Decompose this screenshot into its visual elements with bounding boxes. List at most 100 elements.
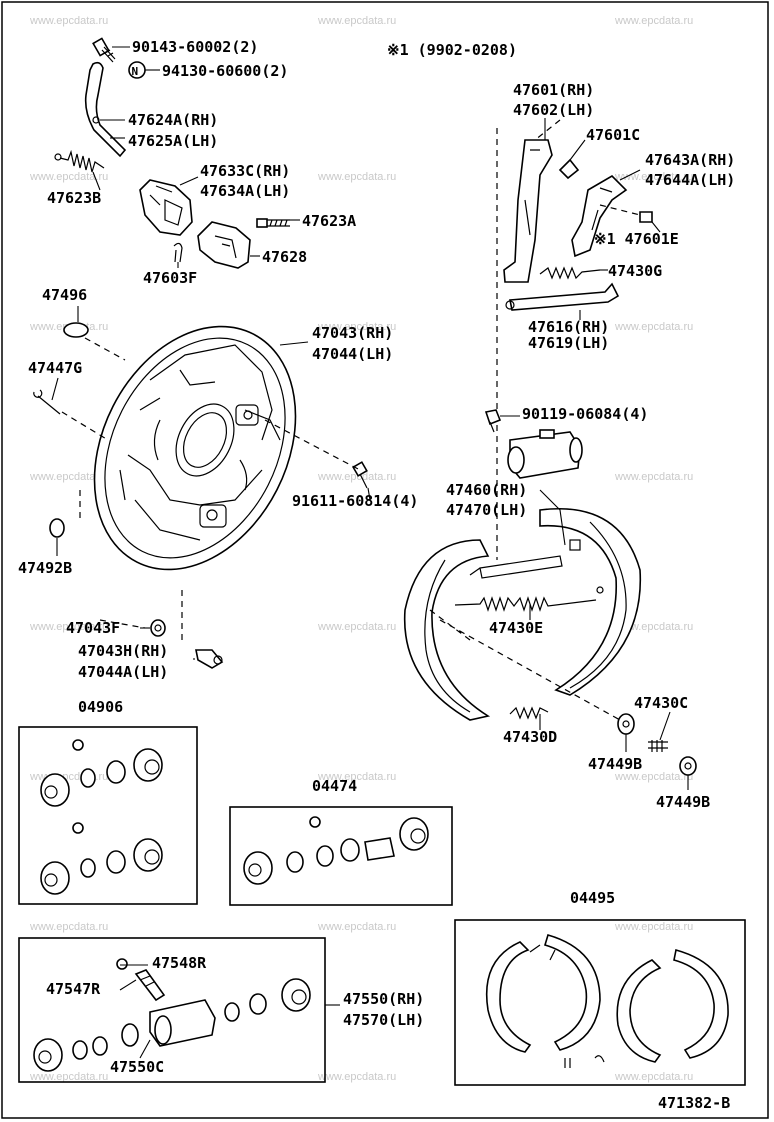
watermark: www.epcdata.ru <box>317 921 396 933</box>
bolt-icon <box>195 649 224 669</box>
adjuster-housing-icon <box>139 179 193 236</box>
part-label: 47492B <box>18 559 72 577</box>
part-label: 94130-60600(2) <box>162 62 288 80</box>
part-label: 90119-06084(4) <box>522 405 648 423</box>
part-label: 47470(LH) <box>446 501 527 519</box>
watermark: www.epcdata.ru <box>614 171 693 183</box>
watermark: www.epcdata.ru <box>614 621 693 633</box>
pin-icon <box>173 242 183 263</box>
part-label: 47625A(LH) <box>128 132 218 150</box>
adjuster-lever <box>571 174 628 258</box>
part-label: 47633C(RH) <box>200 162 290 180</box>
parking-brake-lever <box>503 139 553 283</box>
part-label: 47550(RH) <box>343 990 424 1008</box>
watermark: www.epcdata.ru <box>317 471 396 483</box>
parking-lever-group: N <box>54 37 290 269</box>
watermark: www.epcdata.ru <box>29 1071 108 1083</box>
part-label: 47601C <box>586 126 640 144</box>
washer-icon <box>617 713 635 735</box>
diagram-id: 471382-B <box>658 1094 730 1112</box>
watermark: www.epcdata.ru <box>317 171 396 183</box>
part-label: 47570(LH) <box>343 1011 424 1029</box>
part-label: 47550C <box>110 1058 164 1076</box>
watermark: www.epcdata.ru <box>29 921 108 933</box>
nut-n-mark: N <box>132 65 139 78</box>
spring-icon <box>648 740 668 752</box>
spring-icon <box>59 149 105 173</box>
part-label: 04906 <box>78 698 123 716</box>
watermark: www.epcdata.ru <box>317 15 396 27</box>
watermark: www.epcdata.ru <box>317 621 396 633</box>
strut-icon <box>505 282 620 311</box>
kit-box-04906 <box>18 726 198 905</box>
part-label: 47619(LH) <box>528 334 609 352</box>
lever-icon <box>84 61 127 158</box>
watermark: www.epcdata.ru <box>614 921 693 933</box>
part-label: 47644A(LH) <box>645 171 735 189</box>
part-label: 47449B <box>656 793 710 811</box>
part-label: ※1 47601E <box>594 230 679 248</box>
watermark: www.epcdata.ru <box>614 1071 693 1083</box>
part-label: 47430E <box>489 619 543 637</box>
plug-icon <box>63 322 89 338</box>
watermark: www.epcdata.ru <box>614 771 693 783</box>
watermark: www.epcdata.ru <box>317 771 396 783</box>
part-label: 47548R <box>152 954 207 972</box>
washer-icon <box>150 619 166 637</box>
part-label: 47628 <box>262 248 307 266</box>
part-label: 47616(RH) <box>528 318 609 336</box>
part-label: 47449B <box>588 755 642 773</box>
note-label: ※1 (9902-0208) <box>387 41 517 59</box>
washer-icon <box>679 756 697 776</box>
part-label: 47496 <box>42 286 87 304</box>
part-label: 47623A <box>302 212 356 230</box>
watermark: www.epcdata.ru <box>614 321 693 333</box>
watermark: www.epcdata.ru <box>29 771 108 783</box>
part-label: 47430C <box>634 694 688 712</box>
part-label: 47044(LH) <box>312 345 393 363</box>
part-label: 47643A(RH) <box>645 151 735 169</box>
wheel-cylinder-box <box>18 937 326 1083</box>
watermark: www.epcdata.ru <box>317 321 396 333</box>
watermark: www.epcdata.ru <box>614 471 693 483</box>
brake-shoe-right <box>539 508 642 696</box>
part-label: 47043(RH) <box>312 324 393 342</box>
part-label: 47447G <box>28 359 82 377</box>
part-label: 47634A(LH) <box>200 182 290 200</box>
watermark: www.epcdata.ru <box>317 1071 396 1083</box>
part-label: 47603F <box>143 269 197 287</box>
shoe-kit-parts <box>485 934 729 1068</box>
part-label: 47460(RH) <box>446 481 527 499</box>
part-label: 47430G <box>608 262 662 280</box>
grommet-icon <box>49 518 65 538</box>
cylinder-kit-parts <box>40 739 163 895</box>
part-label: 90143-60002(2) <box>132 38 258 56</box>
part-label: 47430D <box>503 728 557 746</box>
wheel-cylinder-icon <box>507 429 583 479</box>
part-label: 04495 <box>570 889 615 907</box>
wheel-cylinder-parts <box>33 958 311 1072</box>
part-label: 47602(LH) <box>513 101 594 119</box>
watermark: www.epcdata.ru <box>29 621 108 633</box>
part-label: 04474 <box>312 777 357 795</box>
part-label: 47043H(RH) <box>78 642 168 660</box>
spring-icon <box>539 266 601 280</box>
bolt-icon <box>352 461 368 489</box>
adjuster-strut-icon <box>469 555 563 579</box>
spring-icon <box>639 211 653 223</box>
pin-icon <box>33 389 61 415</box>
bolt-icon <box>256 218 290 228</box>
brake-shoe-left <box>403 539 491 721</box>
part-label: 91611-60814(4) <box>292 492 418 510</box>
part-label: 47601(RH) <box>513 81 594 99</box>
part-label: 47043F <box>66 619 120 637</box>
part-label: 47623B <box>47 189 101 207</box>
watermark-group: www.epcdata.ru www.epcdata.ru www.epcdat… <box>29 15 693 1083</box>
backing-plate <box>93 325 297 571</box>
part-label: 47624A(RH) <box>128 111 218 129</box>
watermark: www.epcdata.ru <box>614 15 693 27</box>
leader-lines <box>51 46 689 1059</box>
watermark: www.epcdata.ru <box>29 171 108 183</box>
bolt-icon <box>92 37 116 63</box>
